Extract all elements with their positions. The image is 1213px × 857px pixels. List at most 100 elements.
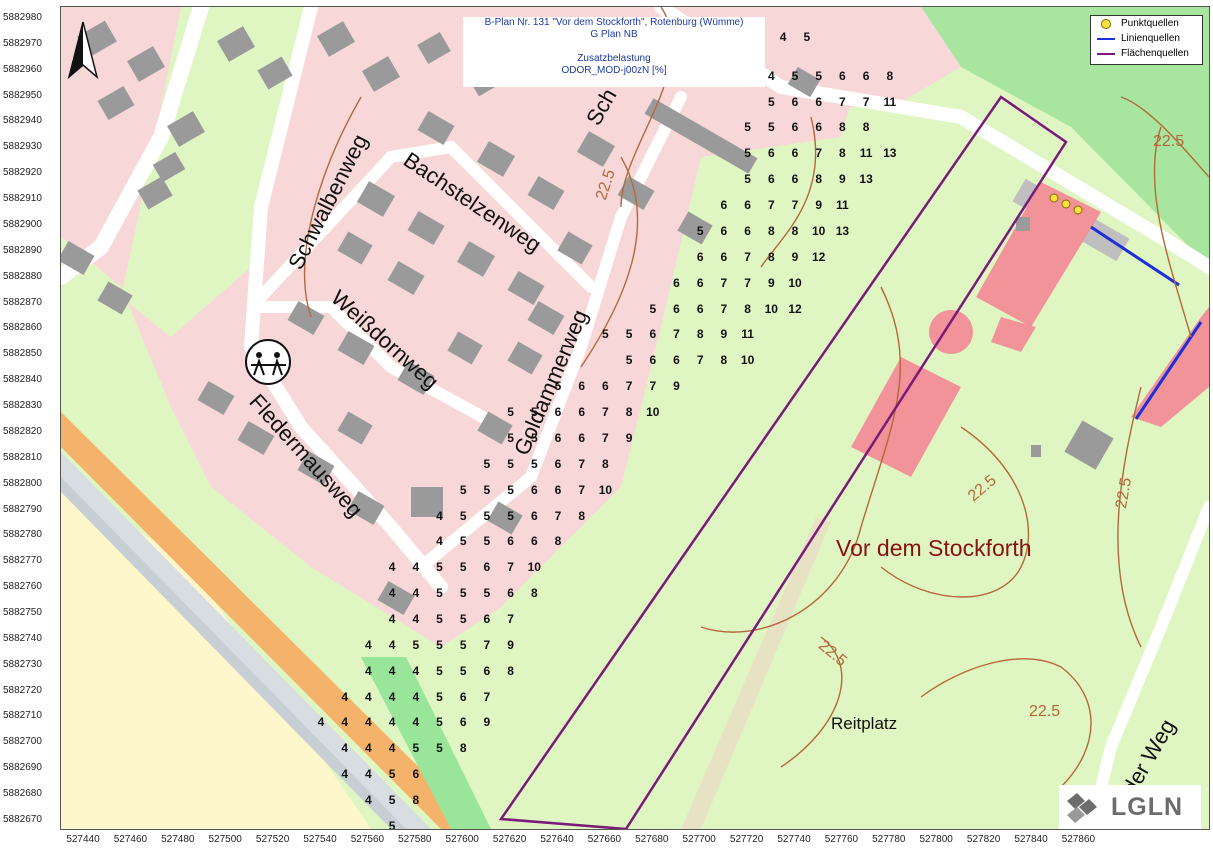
odor-value: 9 [839,172,846,187]
odor-value: 6 [673,275,680,290]
odor-value: 4 [317,715,325,730]
odor-value: 10 [527,560,541,575]
x-axis-label: 527780 [872,834,906,845]
area-label-reitplatz: Reitplatz [831,714,898,733]
odor-value: 5 [436,560,443,575]
odor-value: 6 [554,430,562,445]
odor-value: 5 [483,456,491,471]
odor-value: 4 [412,560,420,575]
odor-value: 5 [507,405,514,420]
odor-value: 5 [554,379,562,394]
odor-value: 6 [530,508,538,523]
odor-value: 12 [788,301,802,316]
odor-value: 8 [696,327,704,342]
odor-value: 5 [507,482,514,497]
x-axis-label: 527620 [492,834,527,845]
odor-value: 4 [767,68,775,83]
rail-strip [61,477,406,829]
y-axis-label: 5882790 [3,503,42,515]
y-axis-label: 5882700 [3,736,42,748]
odor-value: 6 [696,301,704,316]
odor-value: 5 [436,612,443,626]
odor-value: 5 [483,508,491,523]
odor-value: 6 [791,120,799,135]
odor-value: 7 [554,508,562,523]
odor-value: 7 [673,327,680,342]
y-axis-label: 5882800 [3,477,42,489]
odor-value: 8 [625,405,633,420]
odor-value: 10 [764,301,778,316]
highway [61,412,481,829]
odor-value: 7 [649,379,657,394]
map-canvas[interactable]: Schwalbenweg Bachstelzenweg Weißdornweg … [60,6,1210,830]
x-axis-label: 527480 [161,834,195,845]
x-axis-label: 527560 [350,834,385,845]
y-axis-label: 5882770 [3,555,42,567]
odor-value: 10 [646,405,660,420]
odor-value: 6 [483,663,491,678]
odor-value: 7 [839,94,846,109]
odor-value: 4 [412,715,420,730]
odor-value: 13 [835,223,850,238]
odor-value: 8 [744,301,751,316]
legend-item-flaechenquellen: Flächenquellen [1091,46,1202,61]
odor-value: 5 [388,767,396,782]
x-axis-label: 527440 [66,834,100,845]
odor-value: 5 [483,586,491,601]
odor-value: 4 [365,793,372,808]
odor-value: 5 [388,793,396,808]
y-axis-label: 5882710 [3,710,42,722]
odor-value: 13 [859,172,873,187]
odor-value: 4 [388,741,396,756]
playground-icon [245,339,291,385]
odor-value: 5 [412,741,420,756]
odor-value: 12 [812,249,826,264]
odor-value: 6 [649,353,657,368]
legend-label: Flächenquellen [1121,48,1189,59]
legend-label: Linienquellen [1121,33,1180,44]
forest-area [921,7,1209,267]
odor-value: 8 [602,456,609,471]
odor-value: 9 [483,715,491,730]
odor-value: 5 [459,586,467,601]
odor-value: 6 [554,405,562,420]
odor-value: 5 [483,534,491,549]
odor-value: 6 [483,560,491,575]
odor-value: 10 [740,353,755,368]
odor-value: 4 [365,689,372,704]
odor-value: 5 [625,353,633,368]
basemap [61,7,1209,829]
odor-value: 7 [744,275,751,290]
odor-value: 4 [412,612,420,626]
y-axis-label: 5882730 [3,658,42,670]
lgln-logo: LGLN [1059,785,1201,829]
odor-value: 5 [791,68,799,83]
odor-value: 6 [767,172,775,187]
odor-value: 6 [554,482,562,497]
x-axis-label: 527760 [824,834,859,845]
odor-value: 5 [767,94,775,109]
area-label-vor-dem-stockforth: Vor dem Stockforth [836,535,1032,561]
odor-value: 8 [886,68,894,83]
x-axis-label: 527820 [966,834,1001,845]
odor-value: 7 [720,275,728,290]
x-axis-label: 527580 [398,834,432,845]
odor-value: 4 [388,663,396,678]
odor-value: 9 [625,430,633,445]
odor-value: 7 [791,198,799,213]
odor-value: 6 [791,172,799,187]
odor-value: 9 [673,379,680,394]
x-axis-label: 527840 [1014,834,1048,845]
point-sources [1049,193,1083,215]
y-axis-label: 5882780 [3,529,42,541]
odor-value: 6 [554,456,562,471]
odor-value: 4 [412,586,420,601]
odor-value: 5 [436,715,443,730]
odor-value: 6 [673,353,680,368]
y-axis-label: 5882820 [3,425,42,437]
odor-value: 6 [578,405,586,420]
y-axis-label: 5882950 [3,89,42,101]
sand-path [681,517,831,829]
odor-value: 5 [436,586,443,601]
